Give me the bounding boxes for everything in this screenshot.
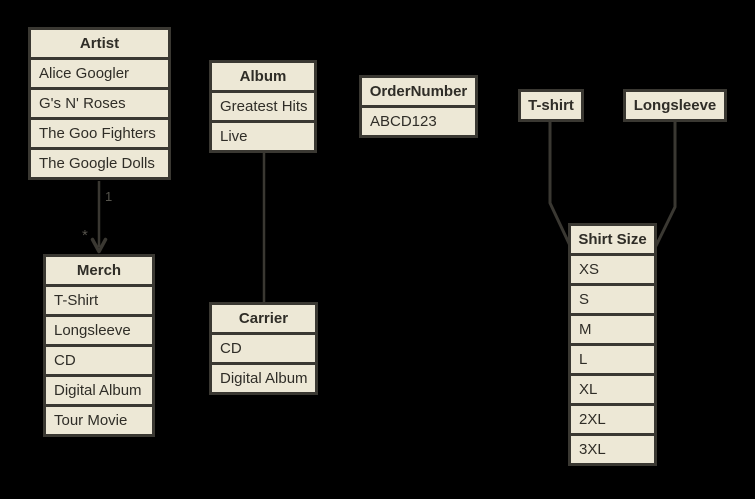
table-row: CD: [46, 347, 152, 374]
table-row: ABCD123: [362, 108, 475, 135]
table-carrier: Carrier CD Digital Album: [209, 302, 318, 395]
table-row: The Goo Fighters: [31, 120, 168, 147]
table-row: S: [571, 286, 654, 313]
table-row: 3XL: [571, 436, 654, 463]
table-row: XS: [571, 256, 654, 283]
table-header: Artist: [31, 30, 168, 57]
table-row: L: [571, 346, 654, 373]
table-row: M: [571, 316, 654, 343]
table-row: Longsleeve: [46, 317, 152, 344]
table-header: T-shirt: [521, 92, 581, 119]
table-row: Greatest Hits: [212, 93, 314, 120]
table-row: The Google Dolls: [31, 150, 168, 177]
table-longsleeve: Longsleeve: [623, 89, 727, 122]
table-header: OrderNumber: [362, 78, 475, 105]
table-row: XL: [571, 376, 654, 403]
connector-tshirt-shirtsize: [548, 122, 575, 253]
table-row: Alice Googler: [31, 60, 168, 87]
table-ordernumber: OrderNumber ABCD123: [359, 75, 478, 138]
table-row: T-Shirt: [46, 287, 152, 314]
table-artist: Artist Alice Googler G's N' Roses The Go…: [28, 27, 171, 180]
multiplicity-one-label: 1: [105, 189, 112, 204]
table-header: Carrier: [212, 305, 315, 332]
table-row: CD: [212, 335, 315, 362]
table-merch: Merch T-Shirt Longsleeve CD Digital Albu…: [43, 254, 155, 437]
table-row: Tour Movie: [46, 407, 152, 434]
table-header: Album: [212, 63, 314, 90]
multiplicity-many-label: *: [82, 227, 88, 244]
table-shirtsize: Shirt Size XS S M L XL 2XL 3XL: [568, 223, 657, 466]
arrowhead-vee-icon: [90, 237, 108, 254]
table-row: Live: [212, 123, 314, 150]
table-row: Digital Album: [212, 365, 315, 392]
table-tshirt: T-shirt: [518, 89, 584, 122]
table-header: Shirt Size: [571, 226, 654, 253]
table-row: 2XL: [571, 406, 654, 433]
table-header: Longsleeve: [626, 92, 724, 119]
table-header: Merch: [46, 257, 152, 284]
table-row: Digital Album: [46, 377, 152, 404]
table-row: G's N' Roses: [31, 90, 168, 117]
table-album: Album Greatest Hits Live: [209, 60, 317, 153]
connector-longsleeve-shirtsize: [651, 122, 677, 253]
